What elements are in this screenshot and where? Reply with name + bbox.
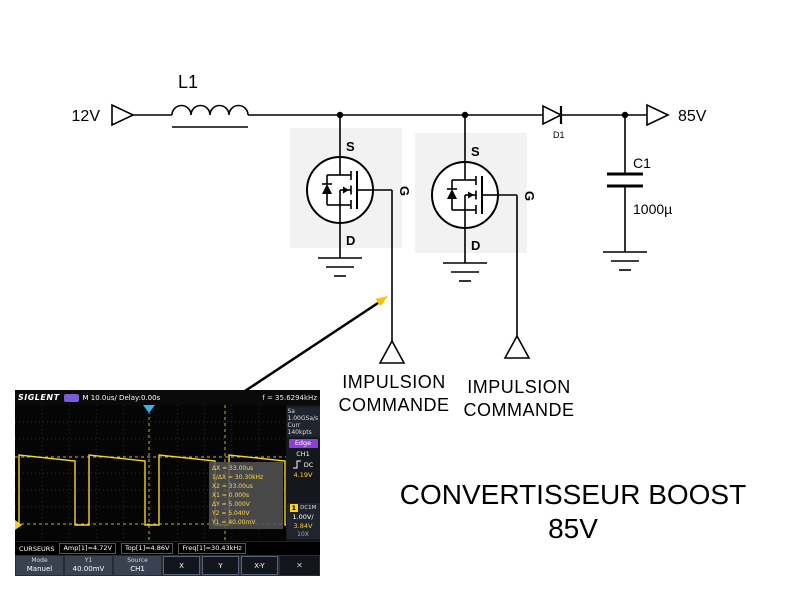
trigger-level: 4.19V	[293, 471, 313, 479]
menu-y1: Y1 40.00mV	[65, 556, 112, 575]
channel-row: 1 DC1M	[289, 504, 317, 512]
menu-source-value: CH1	[130, 564, 145, 573]
menu-button-x: X	[163, 556, 200, 575]
menu-mode-label: Mode	[31, 557, 48, 565]
inductor-L1	[171, 104, 249, 128]
output-voltage-label: 85V	[678, 108, 707, 125]
callout-arrow	[235, 296, 388, 399]
menu-source: Source CH1	[114, 556, 161, 575]
trigger-status-badge	[63, 393, 79, 402]
scope-brand: SIGLENT	[18, 393, 60, 402]
trigger-coupling-row: DC	[292, 460, 314, 469]
sample-rate: Sa 1.00GSa/s	[287, 408, 319, 422]
cursor-y2: Y2 = 5.040V	[212, 510, 250, 517]
channel-scale: 1.00V/	[292, 513, 314, 521]
channel-probe: 10X	[297, 531, 309, 538]
mosfet1-drain-label: D	[346, 233, 355, 248]
menu-y1-label: Y1	[84, 557, 93, 565]
memory-depth: Curr 140kpts	[287, 422, 312, 436]
frequency-counter: f = 35.6294kHz	[262, 393, 317, 402]
pulse-command-1-line1: IMPULSION	[342, 372, 446, 392]
input-connector-icon	[111, 103, 135, 127]
scope-sidebar: Sa 1.00GSa/s Curr 140kpts Edge CH1 DC 4.…	[286, 405, 320, 541]
gate-input-terminal	[378, 339, 406, 364]
cursor-y1: Y1 = 40.00mV	[212, 519, 256, 526]
menu-close-icon: ✕	[280, 556, 319, 575]
trigger-type-badge: Edge	[288, 439, 318, 448]
ground-symbol-m2	[443, 262, 487, 282]
cursor-dx: ΔX = 33.00us	[212, 465, 254, 472]
mosfet1	[306, 115, 406, 364]
channel-info-box: 1 DC1M 1.00V/ 3.84V 10X	[286, 503, 320, 539]
trigger-source: CH1	[296, 450, 310, 458]
channel-coupling: DC1M	[300, 505, 317, 511]
capacitor-C1	[607, 115, 643, 252]
scope-top-bar: SIGLENT M 10.0us/ Delay:0.00s f = 35.629…	[15, 390, 320, 405]
cursor-x2: X2 = 33.00us	[212, 483, 253, 490]
cursor-readout-panel: ΔX = 33.00us 1/ΔX = 30.30kHz X2 = 33.00u…	[209, 462, 283, 529]
cursor-x1: X1 = 0.000s	[212, 492, 250, 499]
scope-status-bar: CURSEURS Amp[1]=4.72V Top[1]=4.86V Freq[…	[15, 541, 320, 555]
cursor-inv-dx: 1/ΔX = 30.30kHz	[212, 474, 264, 481]
ground-symbol-c1	[603, 251, 647, 271]
measurement-amp: Amp[1]=4.72V	[59, 543, 116, 554]
mosfet2-drain-label: D	[471, 238, 480, 253]
acquisition-info: Sa 1.00GSa/s Curr 140kpts	[286, 407, 320, 437]
scope-display: ΔX = 33.00us 1/ΔX = 30.30kHz X2 = 33.00u…	[15, 405, 286, 541]
pulse-command-2-line2: COMMANDE	[463, 400, 575, 420]
diode-label: D1	[553, 130, 565, 140]
menu-y1-value: 40.00mV	[72, 564, 105, 573]
diode-D1	[542, 104, 563, 126]
title-line1: CONVERTISSEUR BOOST	[399, 479, 747, 510]
trigger-coupling: DC	[303, 460, 314, 469]
cursors-menu-title: CURSEURS	[19, 544, 55, 553]
rising-edge-icon	[292, 460, 301, 469]
capacitor-label: C1	[633, 155, 651, 171]
ground-symbol-m1	[318, 257, 362, 277]
mosfet1-gate-label: G	[397, 186, 412, 196]
scope-menu-bar: Mode Manuel Y1 40.00mV Source CH1 X Y X-…	[15, 555, 320, 576]
input-voltage-label: 12V	[72, 108, 101, 125]
menu-button-y: Y	[202, 556, 239, 575]
pulse-command-1-line2: COMMANDE	[338, 395, 450, 415]
menu-button-xy: X-Y	[241, 556, 278, 575]
mosfet2-source-label: S	[471, 144, 480, 159]
measurement-top: Top[1]=4.86V	[120, 543, 174, 554]
scope-main-area: ΔX = 33.00us 1/ΔX = 30.30kHz X2 = 33.00u…	[15, 405, 320, 541]
arrowhead-icon	[375, 296, 388, 307]
measurement-freq: Freq[1]=30.43kHz	[178, 543, 246, 554]
mosfet1-source-label: S	[346, 139, 355, 154]
timebase-readout: M 10.0us/ Delay:0.00s	[82, 393, 161, 402]
page-title: CONVERTISSEUR BOOST 85V	[393, 478, 753, 546]
cursor-dy: ΔY = 5.000V	[212, 501, 250, 508]
channel-offset: 3.84V	[293, 522, 313, 530]
pulse-command-2-line1: IMPULSION	[467, 377, 571, 397]
title-line2: 85V	[548, 513, 598, 544]
menu-mode: Mode Manuel	[16, 556, 63, 575]
ch1-waveform	[15, 454, 286, 526]
output-connector-icon	[646, 103, 670, 127]
inductor-label: L1	[178, 72, 198, 92]
pulse-command-label-2: IMPULSION COMMANDE	[450, 376, 588, 422]
mosfet2-gate-label: G	[522, 191, 537, 201]
menu-mode-value: Manuel	[26, 564, 53, 573]
pulse-command-label-1: IMPULSION COMMANDE	[325, 371, 463, 417]
trigger-position-marker	[143, 405, 155, 413]
menu-source-label: Source	[127, 557, 148, 565]
channel-number-badge: 1	[289, 504, 299, 512]
mosfet2	[431, 115, 531, 359]
capacitor-value: 1000µ	[633, 201, 672, 217]
oscilloscope-screenshot: SIGLENT M 10.0us/ Delay:0.00s f = 35.629…	[15, 390, 320, 576]
gate-input-terminal	[503, 334, 531, 359]
